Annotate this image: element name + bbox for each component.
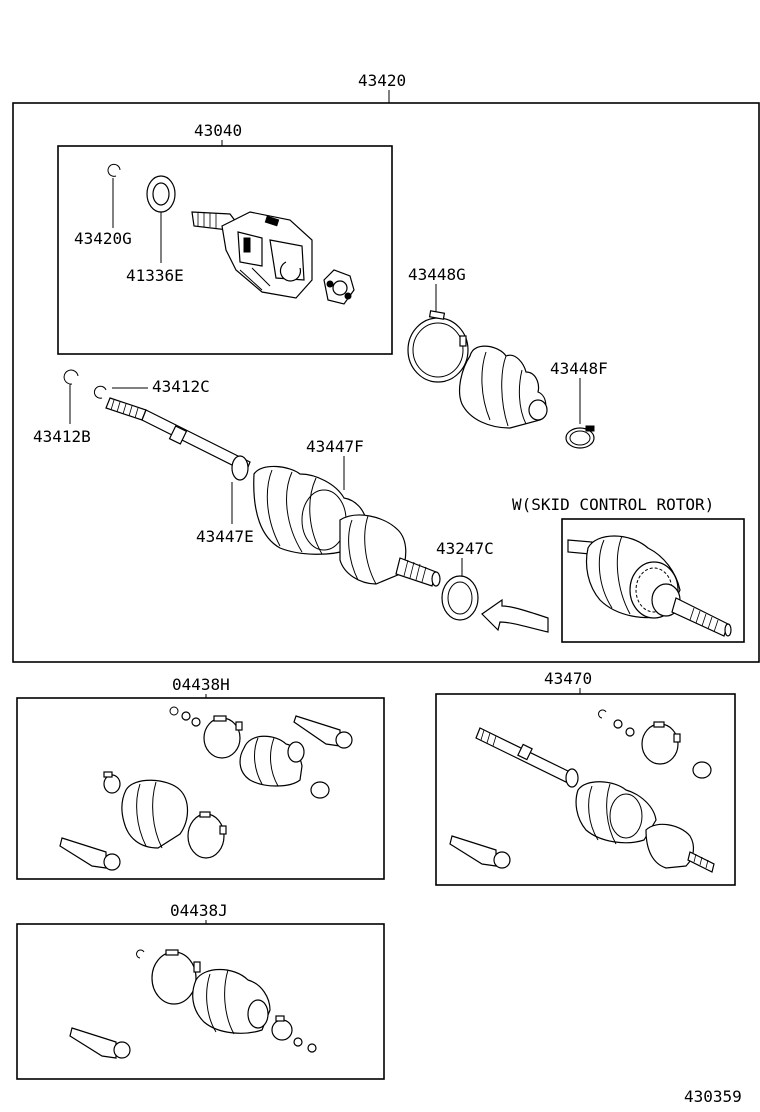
snap-ring-43412c-group: 43412C	[93, 377, 210, 399]
drive-shaft-icon	[105, 397, 441, 587]
snap-ring-43412b-icon	[63, 369, 79, 385]
inboard-joint-frame	[57, 145, 393, 355]
skid-control-rotor-joint-icon	[567, 535, 732, 637]
label-43040[interactable]: 43040	[194, 121, 242, 140]
snap-ring-43412c-icon	[93, 385, 107, 399]
label-skid-control-rotor[interactable]: W(SKID CONTROL ROTOR)	[512, 495, 714, 514]
label-04438h[interactable]: 04438H	[172, 675, 230, 694]
label-41336e[interactable]: 41336E	[126, 266, 184, 285]
label-43448g[interactable]: 43448G	[408, 265, 466, 284]
label-43420g[interactable]: 43420G	[74, 229, 132, 248]
label-43470[interactable]: 43470	[544, 669, 592, 688]
label-04438j[interactable]: 04438J	[170, 901, 228, 920]
label-43447f[interactable]: 43447F	[306, 437, 364, 456]
boot-clamp-43448g-group: 43448G	[407, 265, 469, 383]
dust-deflector-41336e-icon	[146, 175, 176, 263]
boot-kit-04438h-frame	[16, 697, 385, 880]
shaft-assy-43470-group: 43470	[435, 669, 736, 886]
assembly-43420-group: 43420	[12, 71, 760, 663]
skid-control-rotor-group: W(SKID CONTROL ROTOR)	[512, 495, 745, 643]
snap-ring-43420g-icon	[107, 163, 121, 228]
arrow-icon	[481, 598, 549, 633]
skid-control-rotor-frame	[561, 518, 745, 643]
shaft-assy-43470-frame	[435, 693, 736, 886]
boot-kit-04438j-frame	[16, 923, 385, 1080]
deflector-ring-icon	[441, 575, 479, 621]
label-43247c[interactable]: 43247C	[436, 539, 494, 558]
label-43448f[interactable]: 43448F	[550, 359, 608, 378]
boot-43447e-group: 43447E	[196, 482, 254, 546]
tripod-joint-housing-icon	[191, 211, 313, 299]
boot-43447f-group: 43447F	[306, 437, 364, 490]
boot-kit-04438j-group: 04438J	[16, 901, 385, 1080]
label-43412c[interactable]: 43412C	[152, 377, 210, 396]
label-43447e[interactable]: 43447E	[196, 527, 254, 546]
boot-clamp-43448f-group: 43448F	[550, 359, 608, 449]
boot-kit-04438h-group: 04438H	[16, 675, 385, 880]
inboard-boot-icon	[458, 345, 548, 429]
label-43420[interactable]: 43420	[358, 71, 406, 90]
assembly-frame	[12, 102, 760, 663]
deflector-43247c-group: 43247C	[436, 539, 494, 621]
tripod-spider-icon	[323, 269, 355, 305]
label-43412b[interactable]: 43412B	[33, 427, 91, 446]
snap-ring-43412b-group: 43412B	[33, 369, 91, 446]
figure-number: 430359	[684, 1087, 742, 1106]
boot-clamp-large-icon	[407, 317, 469, 383]
inboard-joint-43040-group: 43040 43420G 41336E	[57, 121, 393, 355]
